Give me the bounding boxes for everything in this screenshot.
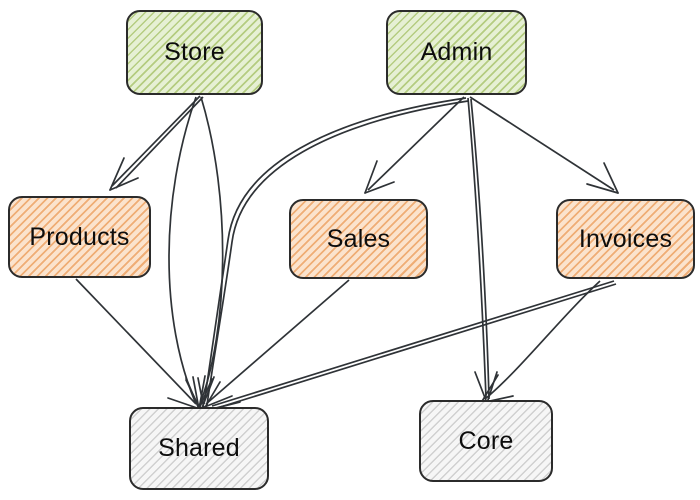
node-sales[interactable]: Sales: [289, 199, 428, 279]
edge-store-shared-b: [192, 96, 224, 410]
node-shared-label: Shared: [158, 434, 240, 462]
node-admin-label: Admin: [420, 38, 493, 66]
edge-store-products: [109, 95, 204, 191]
edge-admin-sales: [364, 96, 465, 194]
node-store[interactable]: Store: [126, 10, 263, 95]
edge-store-shared-a: [168, 96, 206, 410]
node-products-label: Products: [29, 222, 130, 251]
node-products[interactable]: Products: [8, 196, 151, 278]
edge-admin-invoices: [469, 96, 619, 194]
node-core[interactable]: Core: [419, 400, 553, 482]
node-invoices[interactable]: Invoices: [556, 199, 695, 279]
node-invoices-label: Invoices: [578, 224, 673, 253]
node-shared[interactable]: Shared: [129, 407, 269, 490]
edge-products-shared: [75, 278, 201, 410]
edge-invoices-core: [480, 280, 601, 404]
node-sales-label: Sales: [326, 224, 391, 253]
node-admin[interactable]: Admin: [386, 10, 527, 95]
edge-sales-shared: [201, 279, 350, 409]
node-core-label: Core: [458, 426, 514, 455]
node-store-label: Store: [164, 38, 225, 66]
edge-admin-core: [467, 97, 498, 404]
